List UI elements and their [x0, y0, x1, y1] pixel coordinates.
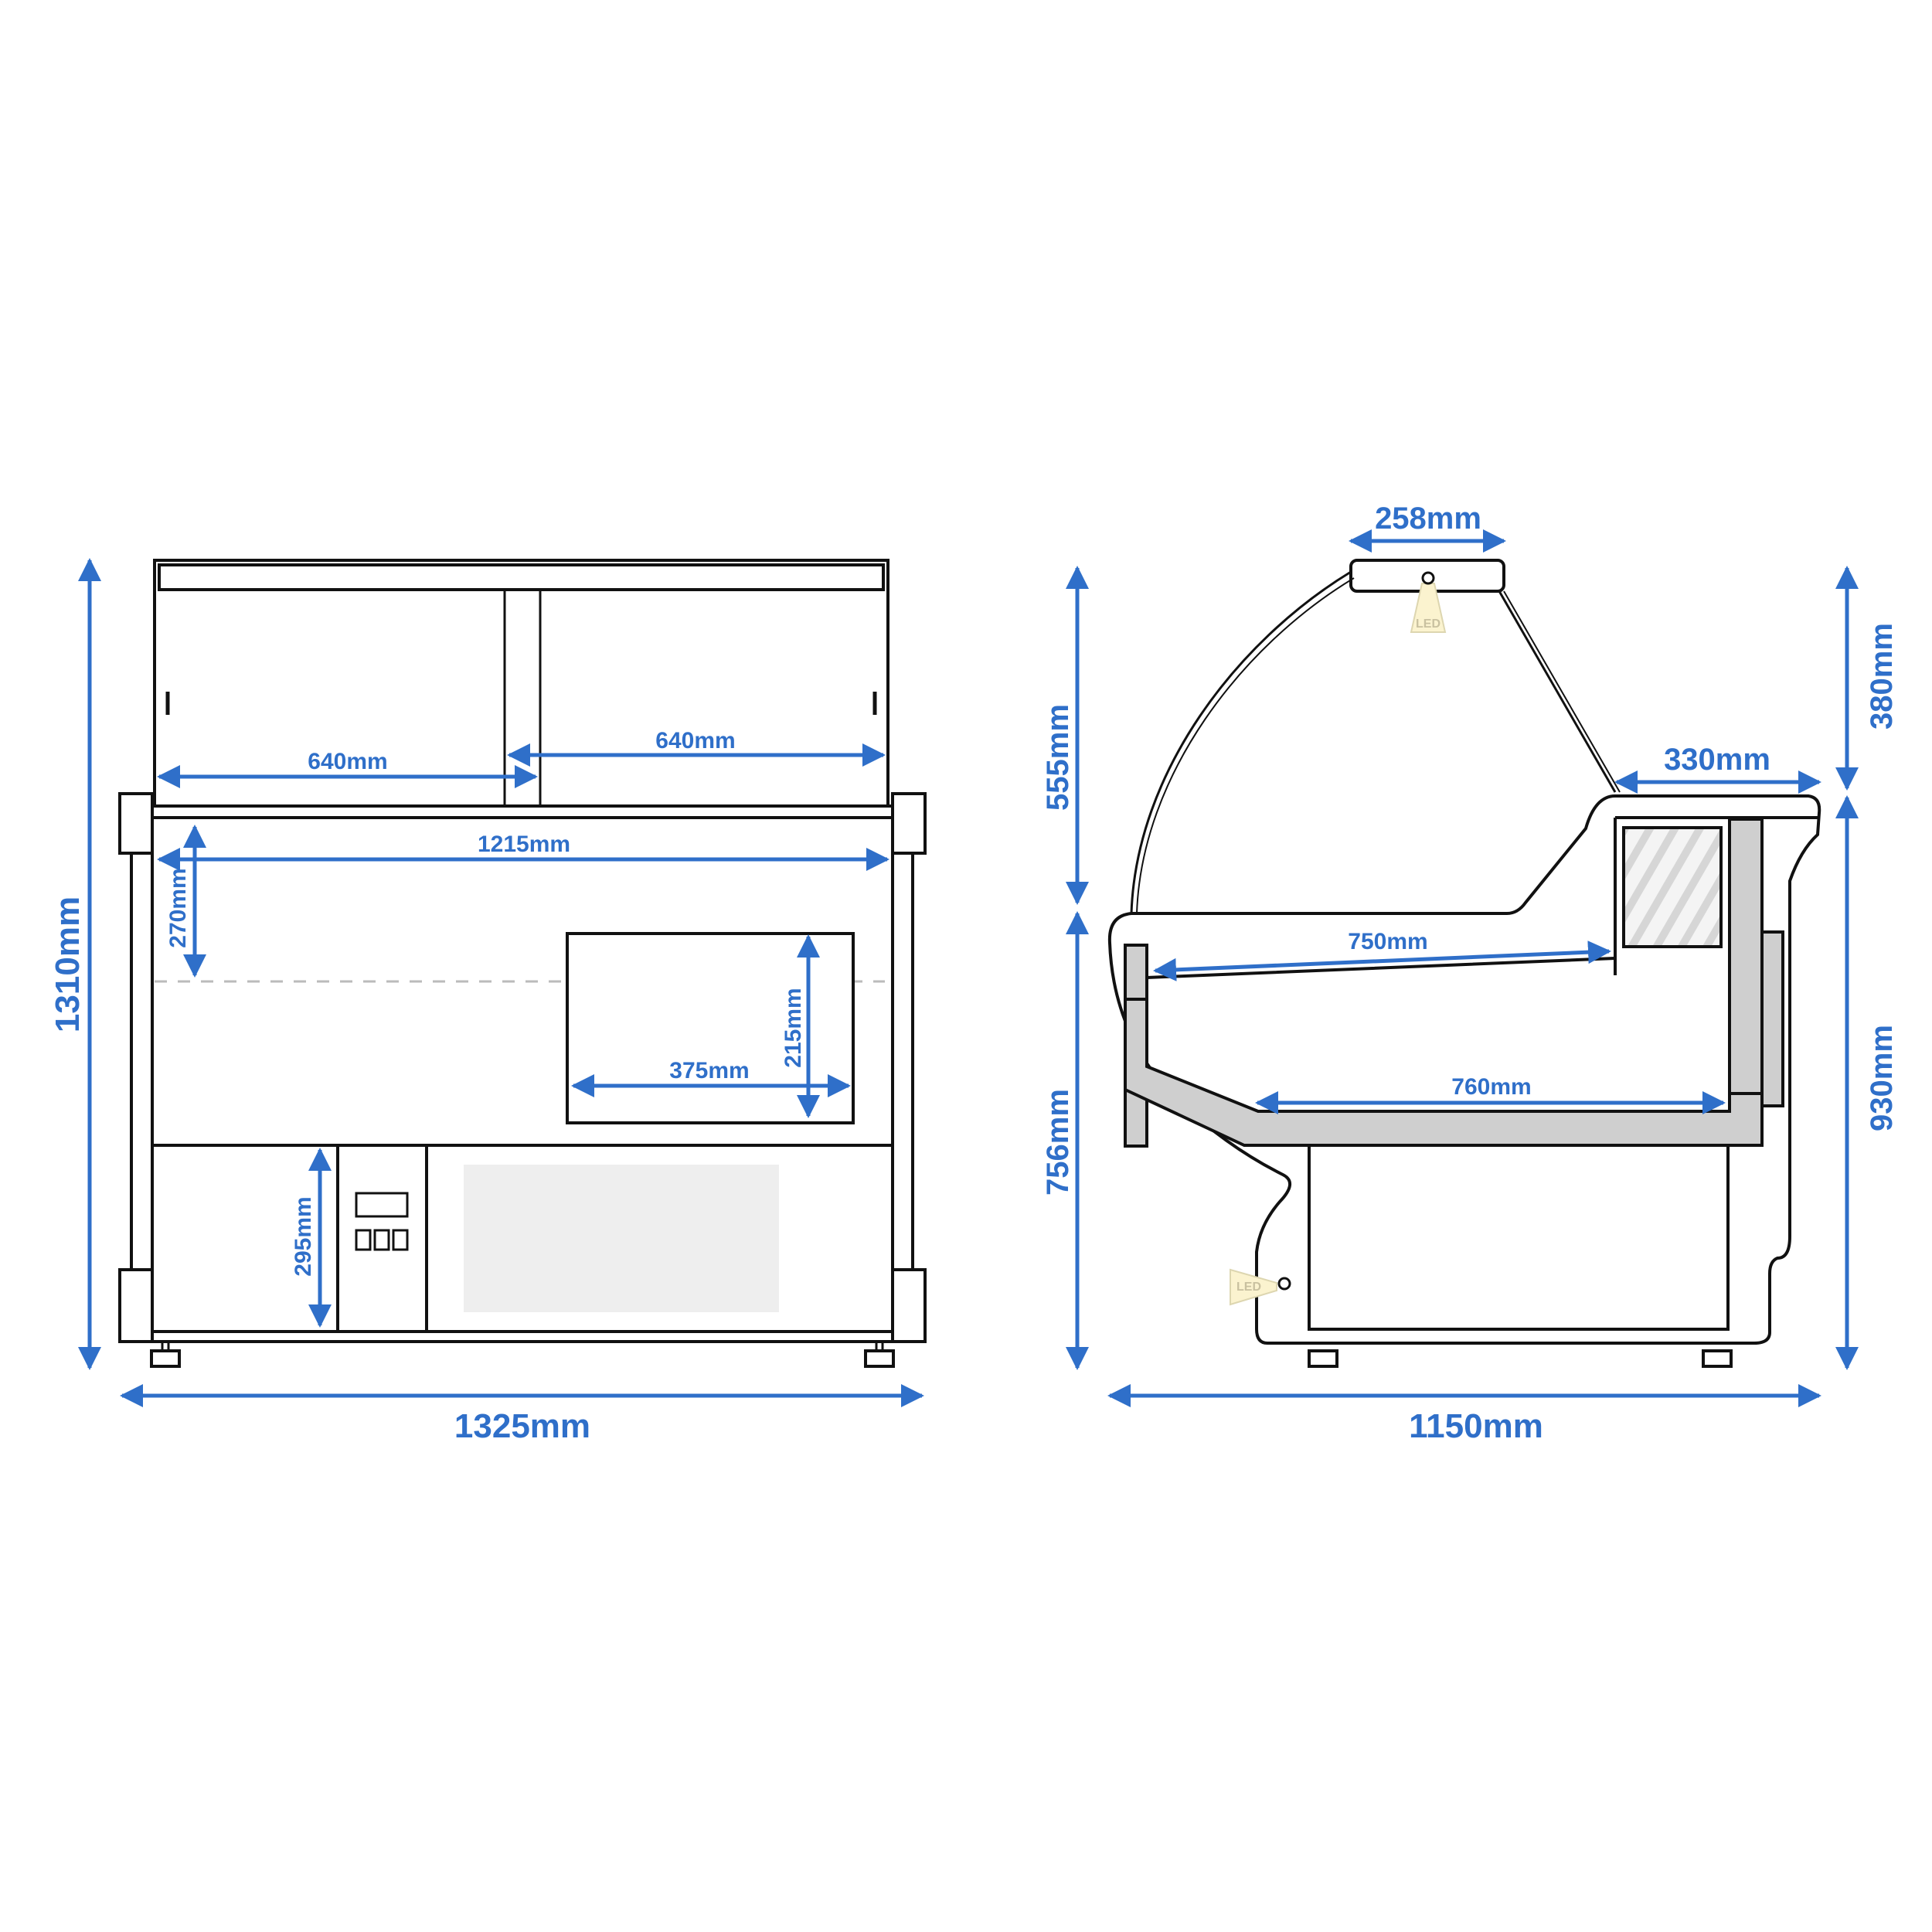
dim-storage-height: 295mm [291, 1196, 316, 1276]
dim-bottom-display-depth: 760mm [1451, 1074, 1531, 1100]
dim-total-depth: 1150mm [1409, 1407, 1543, 1445]
display-tub [1124, 998, 1764, 1147]
dim-inner-width: 1215mm [478, 832, 570, 857]
svg-text:LED: LED [1236, 1281, 1261, 1294]
dim-total-height: 1310mm [49, 896, 87, 1032]
led-light-bottom [1230, 1268, 1277, 1306]
foot [1702, 1349, 1733, 1368]
dim-top-shelf-depth: 750mm [1348, 929, 1427, 954]
svg-text:LED: LED [1416, 617, 1440, 631]
controller-button [355, 1229, 372, 1251]
dim-lower-right-height: 930mm [1865, 1025, 1899, 1131]
glass-frame [153, 559, 889, 808]
dim-work-top-depth: 330mm [1664, 743, 1770, 777]
dim-display-depth: 270mm [165, 868, 191, 947]
dim-glass-right: 640mm [655, 728, 735, 753]
glass-top-bar [158, 563, 885, 591]
dim-tray-width: 375mm [669, 1058, 749, 1083]
dim-canopy-width: 258mm [1375, 502, 1481, 536]
dim-upper-right-height: 380mm [1865, 623, 1899, 730]
dim-tray-height: 215mm [781, 988, 806, 1067]
foot [1308, 1349, 1338, 1368]
foot [150, 1349, 181, 1368]
controller-button [373, 1229, 390, 1251]
controller-display [355, 1192, 409, 1218]
base-cabinet [1308, 1144, 1730, 1331]
dim-glass-left: 640mm [308, 749, 387, 774]
dim-total-width: 1325mm [454, 1407, 590, 1445]
dim-upper-height: 555mm [1041, 704, 1075, 811]
compressor-panel [464, 1165, 779, 1312]
storage-compartment [1622, 826, 1723, 948]
dim-lower-height: 756mm [1041, 1089, 1075, 1196]
side-view: LED LED [1107, 559, 1821, 1368]
foot [864, 1349, 895, 1368]
front-view [118, 559, 927, 1368]
controller-button [392, 1229, 409, 1251]
